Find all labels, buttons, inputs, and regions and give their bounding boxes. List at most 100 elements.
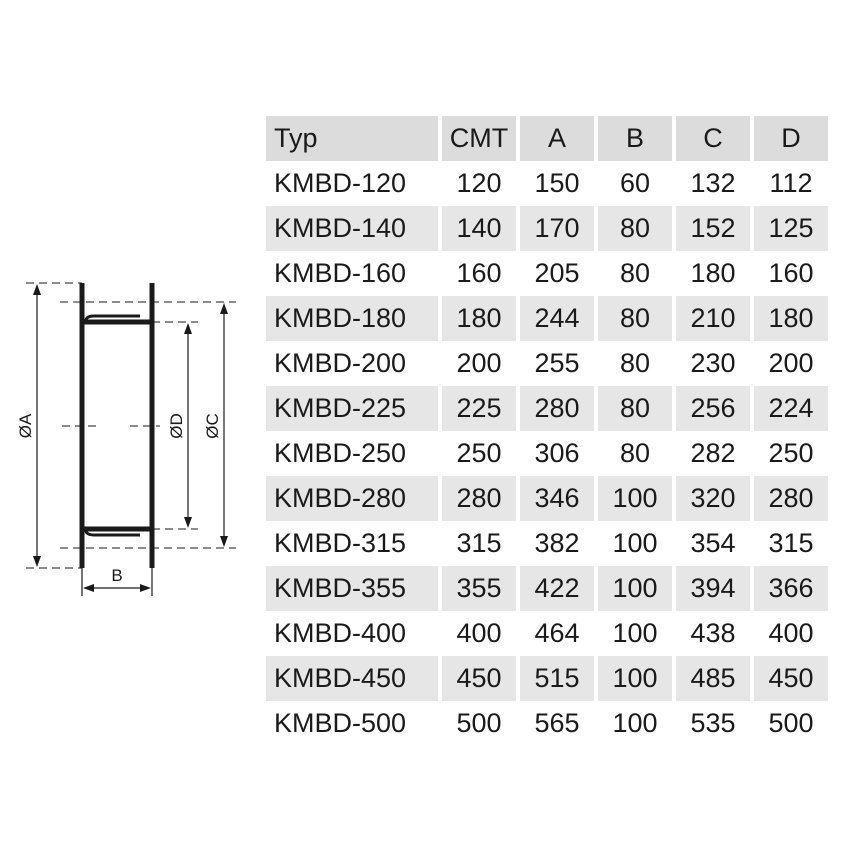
cell-a: 565	[534, 708, 580, 738]
cell-b: 80	[598, 206, 672, 251]
cell-c: 132	[690, 168, 736, 198]
cell-typ: KMBD-180	[266, 296, 438, 341]
table-row: KMBD-250 250 306 80 282 250	[266, 431, 828, 476]
cell-cmt: 400	[456, 618, 502, 648]
table-row: KMBD-200 200 255 80 230 200	[266, 341, 828, 386]
header-b: B	[598, 116, 672, 161]
cell-cmt: 450	[442, 656, 516, 701]
cell-c: 210	[676, 296, 750, 341]
cell-typ: KMBD-160	[274, 258, 407, 288]
cell-typ: KMBD-120	[274, 168, 407, 198]
cell-d: 250	[768, 438, 814, 468]
cell-b: 100	[598, 476, 672, 521]
cell-b: 100	[612, 708, 658, 738]
cell-c: 282	[690, 438, 736, 468]
cell-typ: KMBD-355	[266, 566, 438, 611]
cell-c: 438	[690, 618, 736, 648]
cell-typ: KMBD-500	[274, 708, 407, 738]
label-dia-a: ØA	[16, 413, 35, 438]
cell-cmt: 160	[456, 258, 502, 288]
cell-cmt: 315	[456, 528, 502, 558]
cell-cmt: 500	[456, 708, 502, 738]
cell-a: 244	[520, 296, 594, 341]
cell-c: 180	[690, 258, 736, 288]
cell-c: 256	[676, 386, 750, 431]
cell-d: 200	[768, 348, 814, 378]
cell-a: 382	[534, 528, 580, 558]
cell-d: 224	[754, 386, 828, 431]
cell-cmt: 280	[442, 476, 516, 521]
cell-b: 80	[619, 438, 651, 468]
cell-c: 152	[676, 206, 750, 251]
cell-cmt: 355	[442, 566, 516, 611]
table-row: KMBD-160 160 205 80 180 160	[266, 251, 828, 296]
header-d: D	[754, 116, 828, 161]
cell-cmt: 140	[442, 206, 516, 251]
cell-a: 464	[534, 618, 580, 648]
cell-b: 100	[598, 566, 672, 611]
cell-typ: KMBD-250	[274, 438, 407, 468]
cell-d: 450	[754, 656, 828, 701]
cell-a: 306	[534, 438, 580, 468]
cell-typ: KMBD-225	[266, 386, 438, 431]
cell-b: 80	[619, 258, 651, 288]
cell-d: 280	[754, 476, 828, 521]
table-header-row: Typ CMT A B C D	[266, 116, 828, 161]
label-width-b: B	[111, 566, 122, 585]
wall-top-inner	[84, 314, 140, 325]
cell-typ: KMBD-400	[274, 618, 407, 648]
cell-d: 112	[769, 168, 813, 198]
cell-a: 422	[520, 566, 594, 611]
cell-cmt: 225	[442, 386, 516, 431]
cell-typ: KMBD-450	[266, 656, 438, 701]
cell-b: 60	[619, 168, 651, 198]
cell-c: 354	[690, 528, 736, 558]
technical-drawing: ØA ØD ØC B	[16, 282, 236, 596]
cell-d: 366	[754, 566, 828, 611]
cell-a: 280	[520, 386, 594, 431]
table-row: KMBD-500 500 565 100 535 500	[266, 701, 828, 746]
cell-b: 100	[598, 656, 672, 701]
header-cmt: CMT	[442, 116, 516, 161]
cell-c: 320	[676, 476, 750, 521]
cell-typ: KMBD-315	[274, 528, 407, 558]
cell-a: 170	[520, 206, 594, 251]
cell-typ: KMBD-200	[274, 348, 407, 378]
cell-b: 80	[619, 348, 651, 378]
cell-cmt: 250	[456, 438, 502, 468]
cell-c: 230	[690, 348, 736, 378]
cell-a: 255	[534, 348, 580, 378]
cell-d: 125	[754, 206, 828, 251]
cell-d: 160	[768, 258, 814, 288]
cell-cmt: 200	[456, 348, 502, 378]
cell-d: 500	[768, 708, 814, 738]
cell-a: 205	[534, 258, 580, 288]
cell-typ: KMBD-140	[266, 206, 438, 251]
header-c: C	[676, 116, 750, 161]
cell-c: 535	[690, 708, 736, 738]
label-dia-d: ØD	[167, 413, 186, 439]
cell-typ: KMBD-280	[266, 476, 438, 521]
cell-c: 394	[676, 566, 750, 611]
label-dia-c: ØC	[203, 413, 222, 439]
cell-a: 515	[520, 656, 594, 701]
header-typ: Typ	[266, 116, 438, 161]
cell-d: 400	[768, 618, 814, 648]
cell-d: 180	[754, 296, 828, 341]
cell-c: 485	[676, 656, 750, 701]
cell-b: 80	[598, 386, 672, 431]
table-row: KMBD-315 315 382 100 354 315	[266, 521, 828, 566]
cell-b: 80	[598, 296, 672, 341]
cell-a: 150	[534, 168, 580, 198]
cell-b: 100	[612, 528, 658, 558]
cell-d: 315	[768, 528, 814, 558]
wall-bottom-inner	[84, 526, 140, 537]
